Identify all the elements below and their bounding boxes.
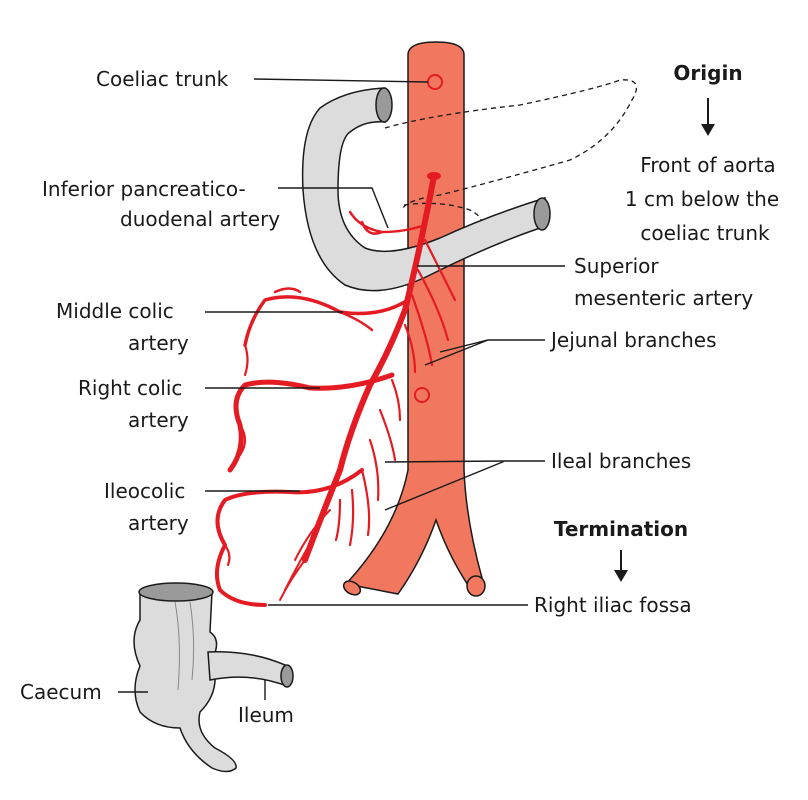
label-inf-panc-2: duodenal artery <box>120 207 280 231</box>
leader-coeliac <box>253 78 429 83</box>
caecum-folds <box>174 601 195 691</box>
ileocolic-twigs <box>279 509 331 601</box>
origin-line-3: coeliac trunk <box>640 221 770 245</box>
termination-block: Termination <box>554 517 688 582</box>
duodenum-right-opening <box>533 197 551 231</box>
termination-heading: Termination <box>554 517 688 541</box>
label-ileum: Ileum <box>238 703 294 727</box>
leader-jejunal <box>424 339 545 366</box>
colic-arcades <box>223 343 249 567</box>
jejunal-branches <box>403 238 457 374</box>
sma-trunk <box>302 173 437 563</box>
aorta-marker <box>414 387 430 403</box>
label-ileocolic-1: Ileocolic <box>104 479 185 503</box>
label-right-colic-2: artery <box>128 408 189 432</box>
ileum-tube <box>207 651 288 688</box>
aorta-left-opening <box>342 580 362 596</box>
label-middle-colic-2: artery <box>128 331 189 355</box>
duodenum-loop <box>301 87 546 292</box>
caecum-shape <box>133 588 237 773</box>
leader-ileal <box>384 460 545 511</box>
superior-mesenteric-artery <box>214 172 457 607</box>
aorta-right-opening <box>466 575 486 597</box>
duodenum-upper-opening <box>375 87 393 123</box>
ileocolic-branch <box>214 468 364 607</box>
duodenum <box>301 87 551 292</box>
origin-line-2: 1 cm below the <box>625 187 779 211</box>
label-sma-2: mesenteric artery <box>574 286 753 310</box>
label-right-colic-1: Right colic <box>78 376 182 400</box>
label-caecum: Caecum <box>20 680 102 704</box>
label-jejunal: Jejunal branches <box>549 328 717 352</box>
termination-down-arrow-icon <box>614 550 628 582</box>
aorta <box>342 41 486 597</box>
right-colic-branch <box>227 372 395 473</box>
caecum-ileum <box>133 582 294 773</box>
ileal-branches <box>334 378 402 547</box>
label-sma-1: Superior <box>574 254 659 278</box>
label-inf-panc-1: Inferior pancreatico- <box>42 177 246 201</box>
ileum-opening <box>280 664 294 688</box>
leader-inf-panc <box>278 187 389 229</box>
label-right-iliac-fossa: Right iliac fossa <box>534 593 692 617</box>
origin-heading: Origin <box>673 61 742 85</box>
leader-lines <box>118 78 565 700</box>
middle-colic-branch <box>243 295 410 347</box>
aorta-body <box>344 41 483 596</box>
inf-pancreaticoduodenal-branch <box>348 210 427 235</box>
origin-line-1: Front of aorta <box>640 153 775 177</box>
caecum-opening <box>138 582 214 602</box>
label-coeliac-trunk: Coeliac trunk <box>96 67 229 91</box>
origin-block: Origin Front of aorta 1 cm below the coe… <box>625 61 779 245</box>
origin-down-arrow-icon <box>701 98 715 136</box>
middle-colic-arcade <box>273 287 374 332</box>
label-middle-colic-1: Middle colic <box>56 299 174 323</box>
sma-origin <box>427 172 441 180</box>
label-ileal: Ileal branches <box>551 449 691 473</box>
label-ileocolic-2: artery <box>128 511 189 535</box>
